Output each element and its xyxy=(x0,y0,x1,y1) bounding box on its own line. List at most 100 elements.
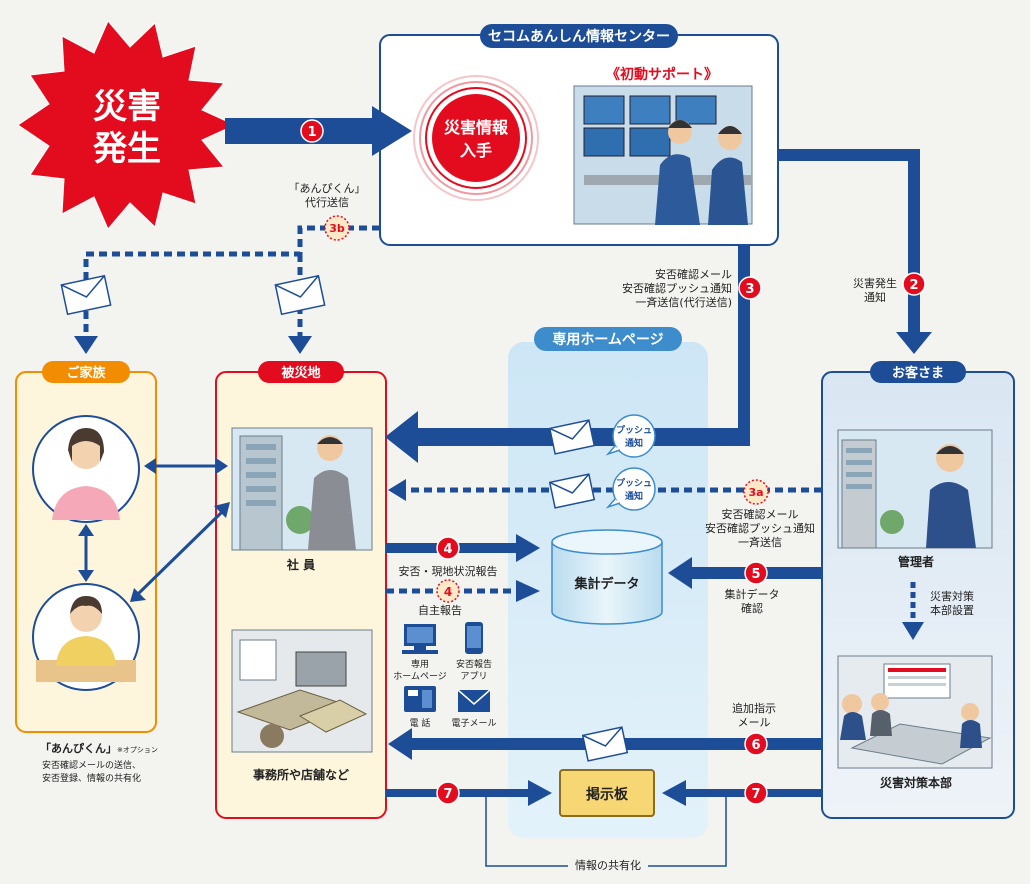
badge-step4b-circle xyxy=(436,579,460,603)
mass-line1: 安否確認メール xyxy=(655,267,732,281)
share-label-bg xyxy=(568,856,648,874)
dotted-head-step4 xyxy=(516,580,540,602)
employee-illustration xyxy=(231,427,373,551)
office-label: 事務所や店舗など xyxy=(253,767,349,782)
caption-name: 「あんぴくん」 xyxy=(40,741,117,755)
board-label: 掲示板 xyxy=(586,786,629,803)
push-step3a-line1: プッシュ xyxy=(616,477,652,489)
site-title-tab xyxy=(258,361,344,383)
family-woman-illustration xyxy=(32,415,140,523)
dotted-head-family xyxy=(74,336,98,354)
envelope-icon-step6 xyxy=(581,726,629,762)
push-bubble-step3 xyxy=(605,414,656,458)
method-app-line2: アプリ xyxy=(460,671,487,682)
telephone-icon xyxy=(404,686,436,712)
push-step3-line1: プッシュ xyxy=(616,424,652,436)
operators-illustration xyxy=(573,85,753,225)
dotted-head-site xyxy=(288,336,312,354)
method-phone: 電 話 xyxy=(410,717,431,729)
c3a-line3: 一斉送信 xyxy=(738,535,782,549)
push-step3a-line2: 通知 xyxy=(625,490,643,502)
envelope-icon-step3 xyxy=(548,419,596,455)
dotted-path-3b xyxy=(83,225,380,340)
database-cylinder xyxy=(551,529,663,625)
caption-option: ※オプション xyxy=(117,746,158,754)
badge-step1: 1 xyxy=(307,125,316,140)
family-site-top-head-left xyxy=(144,458,156,474)
circle-line1: 災害情報 xyxy=(444,118,509,137)
check-line2: 確認 xyxy=(741,601,763,615)
family-title-tab xyxy=(42,361,130,383)
badge-step4-circle xyxy=(436,536,460,560)
center-title: セコムあんしん情報センター xyxy=(488,28,670,45)
instr-line1: 追加指示 xyxy=(732,701,776,715)
badge-step2: 2 xyxy=(909,278,918,293)
badge-step3b: 3b xyxy=(329,222,345,235)
info-received-circle xyxy=(413,75,539,201)
badge-step5: 5 xyxy=(751,567,760,582)
email-icon xyxy=(457,689,491,712)
push-step3-line2: 通知 xyxy=(625,437,643,449)
badge-step1-circle xyxy=(300,119,324,143)
hq-setup-arrow-head xyxy=(902,622,924,640)
arrow-step2 xyxy=(778,149,932,354)
badge-step5-circle xyxy=(744,561,768,585)
arrow-step7-right xyxy=(662,780,822,806)
homepage-title-tab xyxy=(534,327,682,351)
mass-line3: 一斉送信(代行送信) xyxy=(635,295,732,309)
badge-step3: 3 xyxy=(745,282,754,297)
envelope-icon-site-path xyxy=(274,274,326,316)
badge-step3a: 3a xyxy=(748,486,763,499)
c3a-line2: 安否確認プッシュ通知 xyxy=(705,521,815,535)
badge-step4b: 4 xyxy=(444,585,452,599)
badge-step3b-circle xyxy=(324,215,350,241)
badge-step7a: 7 xyxy=(443,787,452,802)
instr-line2: メール xyxy=(738,716,771,729)
employee-label: 社 員 xyxy=(286,557,315,572)
badge-step7a-circle xyxy=(436,781,460,805)
homepage-title: 専用ホームページ xyxy=(552,331,663,348)
envelope-icon-family-path xyxy=(60,274,112,316)
circle-line2: 入手 xyxy=(460,141,492,160)
push-bubble-step3a xyxy=(605,467,656,511)
share-label: 情報の共有化 xyxy=(575,858,641,872)
computer-icon xyxy=(402,624,438,654)
notify-line1: 災害発生 xyxy=(853,276,897,290)
office-illustration xyxy=(231,629,373,753)
center-title-tab xyxy=(480,24,678,48)
disaster-burst xyxy=(17,20,237,230)
hq-illustration xyxy=(837,655,993,769)
check-line1: 集計データ xyxy=(725,587,780,601)
family-boy-illustration xyxy=(32,583,140,691)
badge-step6: 6 xyxy=(751,738,760,753)
method-email: 電子メール xyxy=(451,718,496,729)
arrow-step4 xyxy=(386,534,540,562)
site-title: 被災地 xyxy=(280,365,320,381)
family-title: ご家族 xyxy=(66,365,106,381)
badge-step2-circle xyxy=(902,272,926,296)
hq-setup-line2: 本部設置 xyxy=(930,603,974,617)
burst-line1: 災害 xyxy=(93,87,161,127)
family-caption-line2: 安否確認メールの送信、 xyxy=(42,759,141,771)
anpi-line2: 代行送信 xyxy=(305,195,349,209)
smartphone-icon xyxy=(465,622,483,654)
family-site-diag-head-bottom xyxy=(130,588,146,602)
dotted-head-3a xyxy=(388,479,406,501)
customer-title: お客さま xyxy=(892,365,944,381)
c3a-line1: 安否確認メール xyxy=(722,507,799,521)
manager-label: 管理者 xyxy=(898,554,934,569)
family-link-head-bottom xyxy=(78,570,94,582)
badge-step7b-circle xyxy=(744,781,768,805)
bulletin-board xyxy=(559,769,655,817)
customer-title-tab xyxy=(870,361,966,383)
manager-illustration xyxy=(837,429,993,549)
family-site-diag-head-top xyxy=(214,502,230,518)
family-site-top-head-right xyxy=(216,458,228,474)
family-caption-line1: 「あんぴくん」※オプション xyxy=(40,741,158,755)
badge-step3a-circle xyxy=(743,479,769,505)
family-caption-line3: 安否登録、情報の共有化 xyxy=(42,772,141,784)
hq-setup-line1: 災害対策 xyxy=(930,589,974,603)
badge-step3-circle xyxy=(738,276,762,300)
